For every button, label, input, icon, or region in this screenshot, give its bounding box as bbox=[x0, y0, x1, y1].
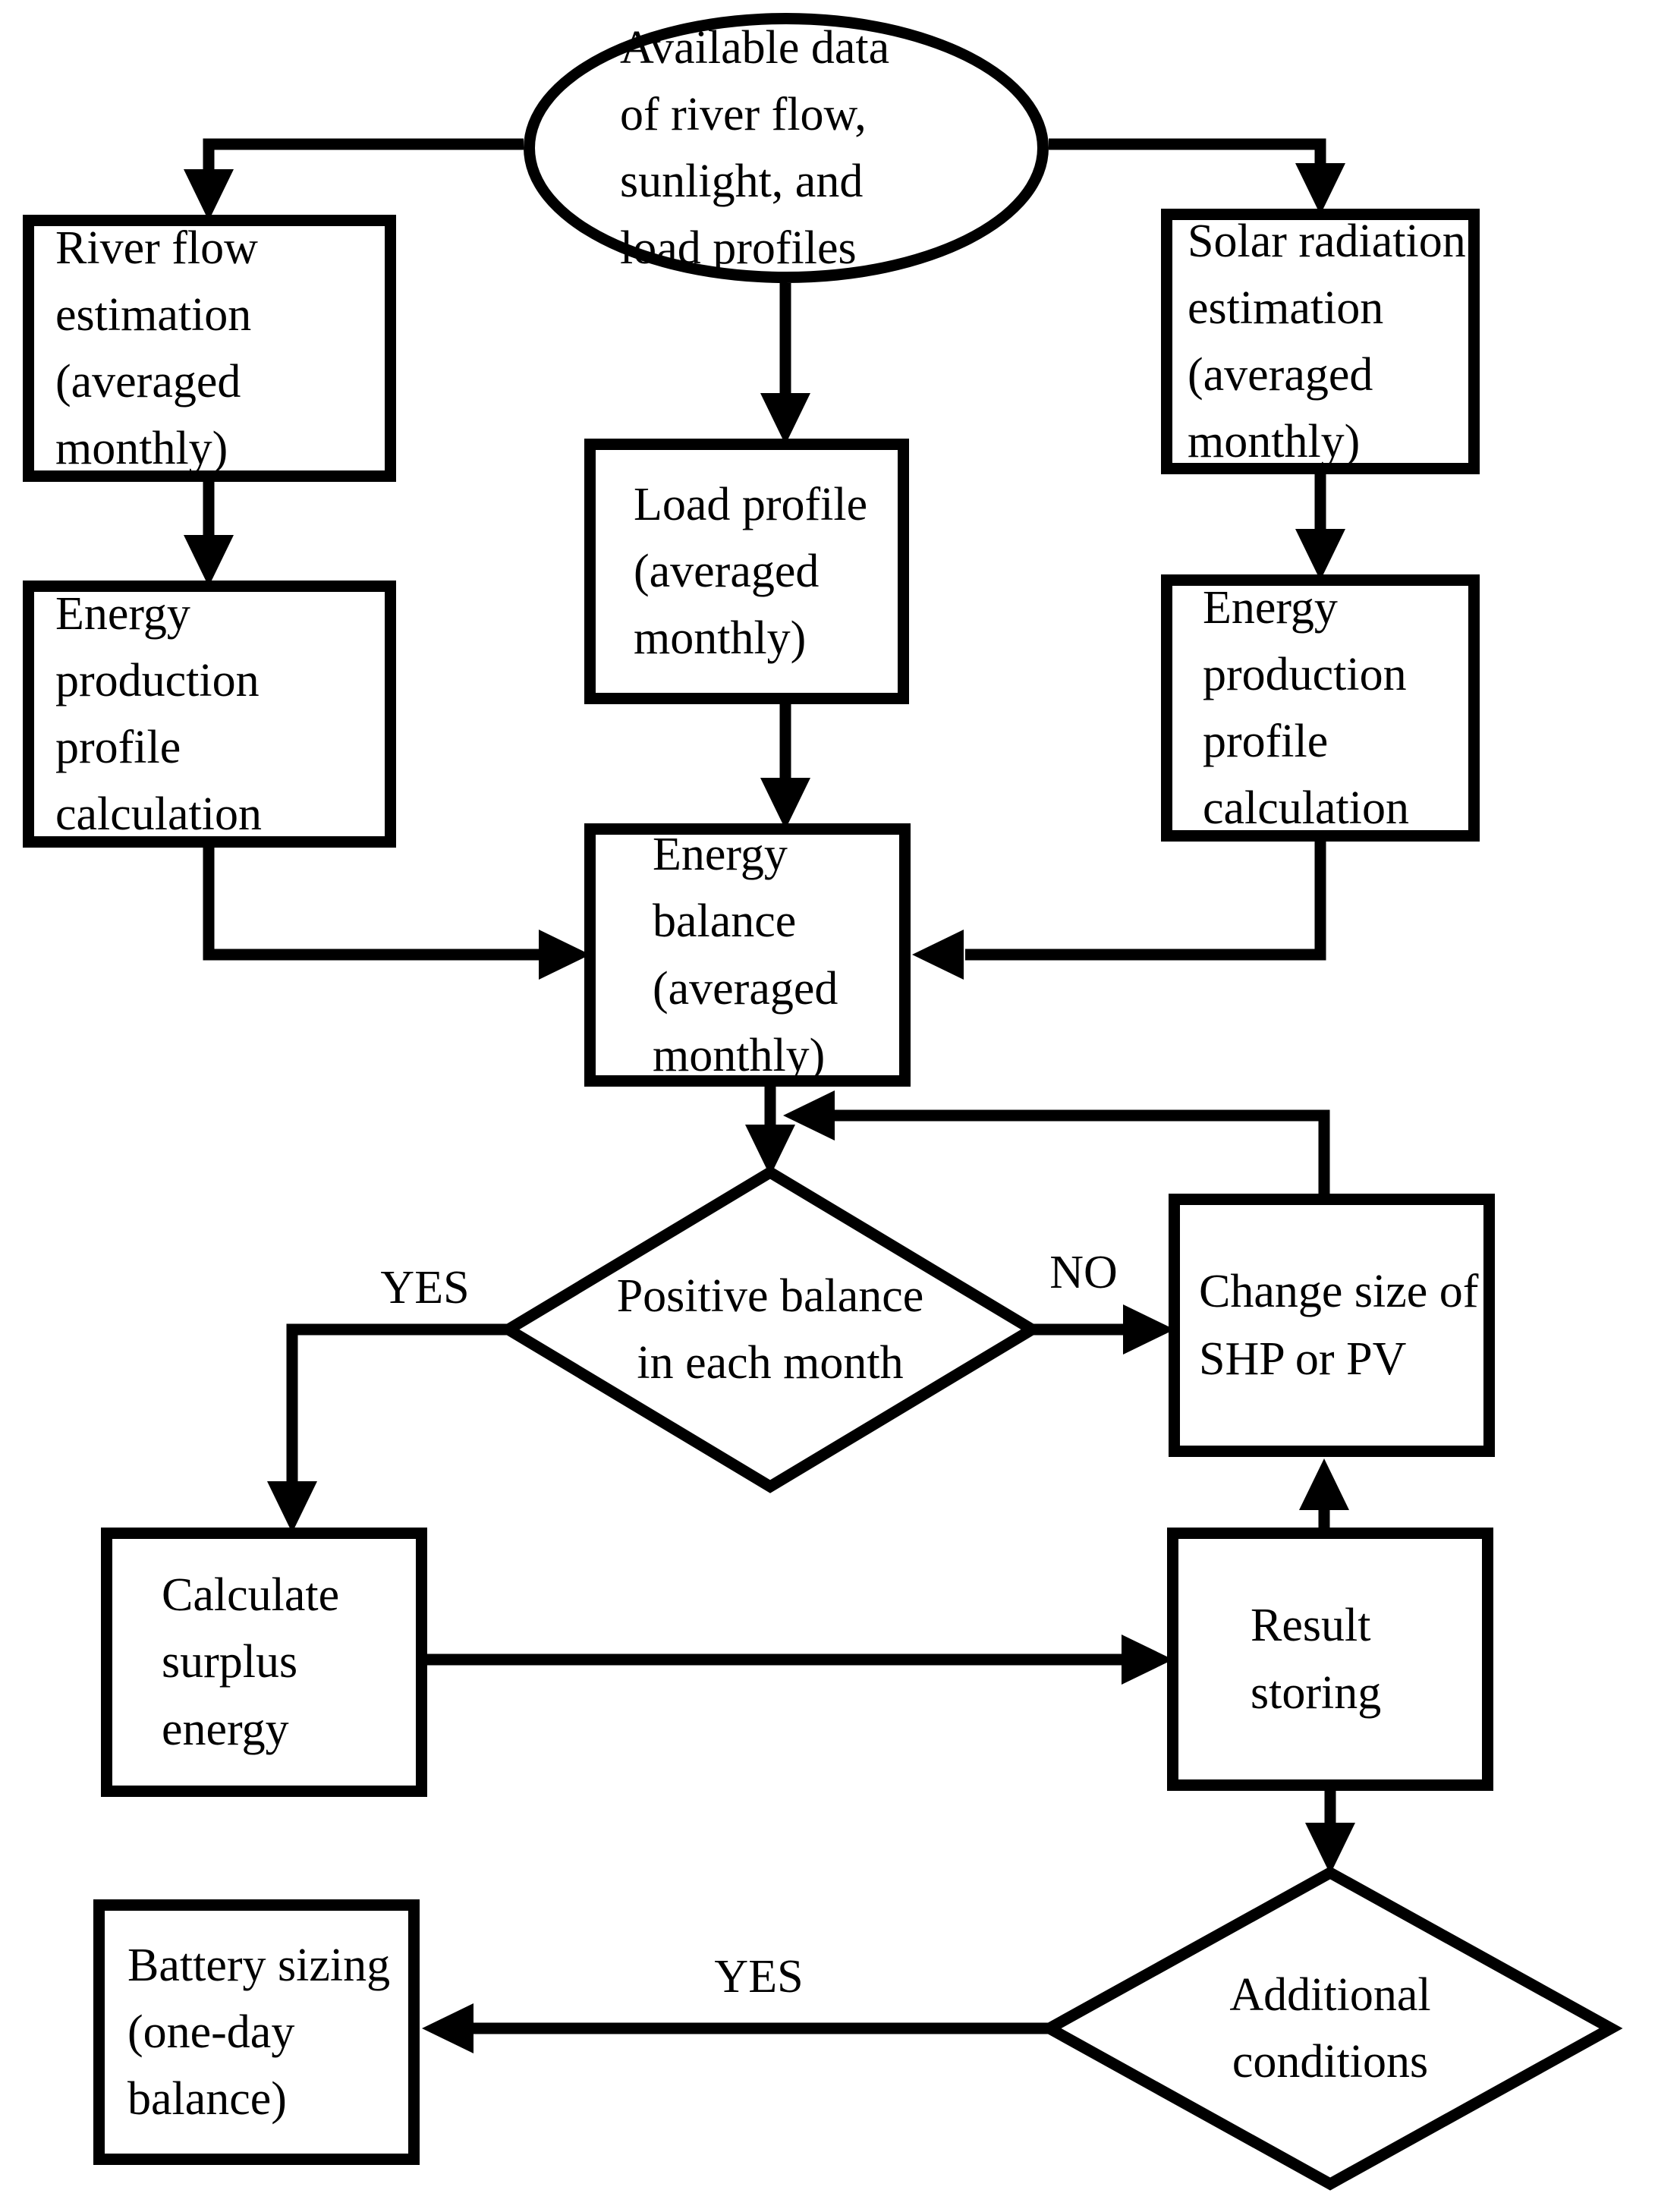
arrowhead-data-to-river bbox=[184, 169, 234, 221]
arrowhead-load-to-balance bbox=[760, 778, 810, 829]
decision-positive-balance-label: Positive balance in each month bbox=[616, 1270, 924, 1389]
node-energy-balance-label: Energy balance (averaged monthly) bbox=[653, 829, 838, 1081]
node-available-data-label: Available data of river flow, sunlight, … bbox=[620, 21, 890, 275]
node-energy-production-right-label: Energy production profile calculation bbox=[1203, 581, 1409, 835]
node-available-data: Available data of river flow, sunlight, … bbox=[524, 13, 1049, 283]
node-energy-balance: Energy balance (averaged monthly) bbox=[584, 823, 911, 1087]
arrowhead-data-to-load bbox=[760, 393, 810, 445]
arrowhead-decision-yes bbox=[267, 1481, 317, 1533]
node-battery-sizing: Battery sizing (one-day balance) bbox=[93, 1899, 420, 2165]
node-energy-production-left: Energy production profile calculation bbox=[23, 581, 396, 848]
node-load-profile: Load profile (averaged monthly) bbox=[584, 439, 909, 704]
arrowhead-result-to-additional bbox=[1305, 1823, 1355, 1874]
arrowhead-change-size-feedback bbox=[783, 1090, 835, 1141]
label-positive-balance-no: NO bbox=[1049, 1247, 1118, 1298]
node-result-storing: Result storing bbox=[1167, 1528, 1493, 1791]
edge-data-to-solar-line bbox=[1049, 138, 1326, 168]
node-change-size-label: Change size of SHP or PV bbox=[1199, 1266, 1479, 1385]
arrowhead-decision-no bbox=[1123, 1304, 1175, 1355]
edge-decision-yes-line bbox=[286, 1323, 508, 1484]
arrowhead-river-to-production bbox=[184, 535, 234, 587]
decision-additional-conditions-shape bbox=[1037, 1866, 1623, 2191]
node-calculate-surplus: Calculate surplus energy bbox=[101, 1528, 427, 1797]
node-calculate-surplus-label: Calculate surplus energy bbox=[162, 1569, 340, 1755]
node-load-profile-label: Load profile (averaged monthly) bbox=[634, 478, 868, 665]
node-result-storing-label: Result storing bbox=[1251, 1600, 1382, 1719]
arrowhead-additional-yes bbox=[422, 2003, 473, 2053]
arrowhead-data-to-solar bbox=[1295, 163, 1345, 215]
edge-change-size-feedback-line bbox=[831, 1109, 1330, 1194]
node-river-flow-estimation: River flow estimation (averaged monthly) bbox=[23, 215, 396, 482]
arrowhead-production-right-to-balance bbox=[912, 930, 964, 980]
edge-production-left-to-balance-line bbox=[203, 848, 540, 961]
node-battery-sizing-label: Battery sizing (one-day balance) bbox=[127, 1939, 391, 2125]
node-solar-radiation-estimation: Solar radiation estimation (averaged mon… bbox=[1161, 209, 1480, 474]
arrowhead-result-to-change-size bbox=[1299, 1458, 1349, 1510]
edge-data-to-river-line bbox=[203, 138, 524, 176]
arrowhead-balance-to-decision bbox=[745, 1125, 795, 1176]
node-change-size: Change size of SHP or PV bbox=[1169, 1194, 1495, 1457]
decision-additional-conditions-label: Additional conditions bbox=[1229, 1969, 1431, 2088]
decision-positive-balance-shape bbox=[497, 1166, 1043, 1493]
label-additional-conditions-yes: YES bbox=[714, 1951, 804, 2003]
label-positive-balance-yes: YES bbox=[380, 1262, 470, 1314]
node-river-flow-estimation-label: River flow estimation (averaged monthly) bbox=[55, 222, 258, 475]
arrowhead-solar-to-production bbox=[1295, 529, 1345, 581]
node-solar-radiation-estimation-label: Solar radiation estimation (averaged mon… bbox=[1188, 215, 1466, 468]
arrowhead-surplus-to-result bbox=[1122, 1635, 1173, 1685]
edge-production-right-to-balance-line bbox=[965, 842, 1326, 961]
node-energy-production-right: Energy production profile calculation bbox=[1161, 574, 1480, 842]
arrowhead-production-left-to-balance bbox=[539, 930, 590, 980]
node-energy-production-left-label: Energy production profile calculation bbox=[55, 587, 262, 841]
